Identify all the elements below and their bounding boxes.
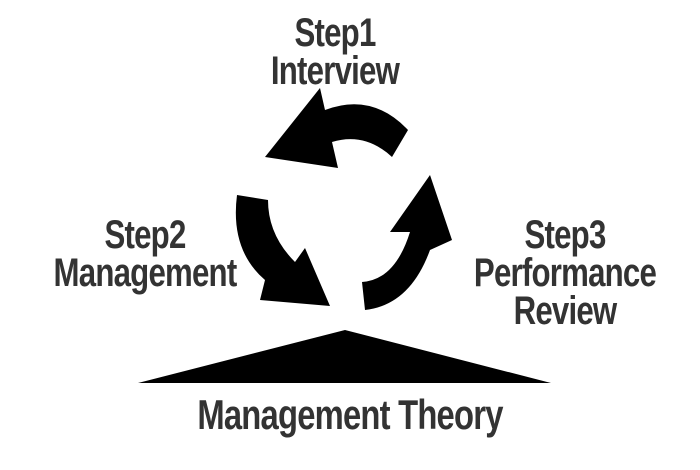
step3-title: Step3 (524, 213, 606, 257)
step2-label: Step2 Management (40, 213, 251, 295)
step2-title: Step2 (104, 213, 186, 257)
step1-title: Step1 (294, 11, 376, 55)
step1-label: Step1 Interview (230, 11, 441, 93)
step2-name: Management (53, 251, 238, 295)
step1-name: Interview (270, 49, 400, 93)
base-triangle (138, 330, 551, 383)
cycle-arrow-left (235, 195, 330, 306)
cycle-arrow-top (265, 88, 408, 168)
step3-name-line1: Performance (473, 251, 657, 295)
step3-name-line2: Review (513, 289, 618, 333)
step3-label: Step3 Performance Review (460, 213, 671, 333)
cycle-arrow-right (362, 175, 452, 310)
base-label: Management Theory (197, 391, 503, 438)
